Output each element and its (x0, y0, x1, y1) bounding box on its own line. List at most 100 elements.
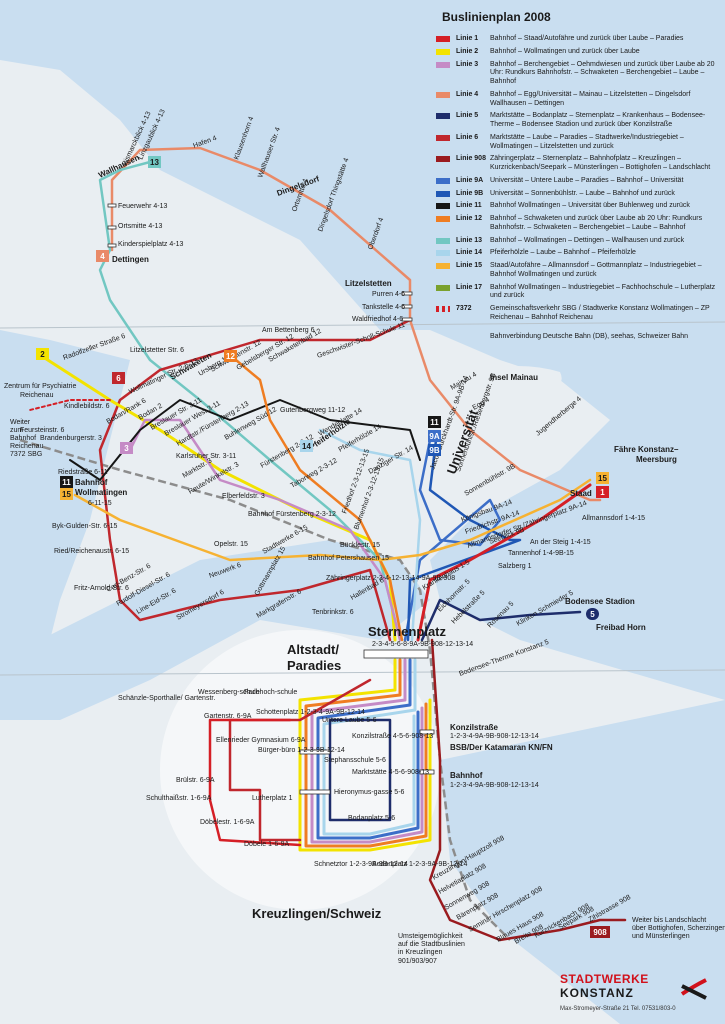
legend-line-name: Linie 15 (456, 262, 483, 269)
route-line-3 (128, 418, 402, 642)
stop-label: Wessenberg-schule (198, 689, 260, 696)
line-badge-text: 1 (600, 488, 605, 497)
stop-label: Jugendherberge 4 (535, 396, 583, 438)
line-badge-text: 2 (40, 350, 45, 359)
route-line-908 (428, 638, 627, 942)
label-umsteige-2: auf die Stadtbuslinien (398, 941, 465, 948)
route-line-5 (420, 598, 582, 642)
route-line-11 (69, 399, 421, 481)
legend-swatch (436, 216, 450, 222)
line-badge-b1: 1 (596, 486, 609, 498)
legend-line-desc: Bahnhof – Wollmatingen und zurück über L… (490, 47, 640, 55)
stop-label: Hieronymus-gasse 5-6 (334, 789, 405, 796)
stop-label: Konzilstraße 4-5-6-908-13 (352, 733, 433, 740)
stop-label: Lutherplatz 1 (252, 795, 293, 802)
stop-label: Ortsmitte 4-13 (118, 223, 162, 230)
legend-line-name: Linie 3 (456, 60, 479, 68)
label-weiter-2: zum (10, 427, 23, 434)
legend-line-name: Linie 17 (456, 283, 483, 291)
stop-label: Sonnenbühlstr. 9B (464, 463, 517, 498)
line-badge-b4: 4 (96, 250, 109, 262)
stop-label: 6-11-15 (88, 500, 112, 507)
label-zentrum-2: Reichenau (20, 392, 54, 399)
stop-label: Gutenbergweg 11-12 (280, 407, 345, 414)
legend-swatch (436, 48, 450, 55)
legend-line-name: Linie 9A (456, 176, 484, 184)
logo-line2: KONSTANZ (560, 986, 634, 1000)
legend-line-desc: Pfeiferhölzle – Laube – Bahnhof – Pfeife… (490, 249, 636, 257)
stop-label: Bücklestr. 15 (340, 542, 380, 549)
legend-line-name: Linie 5 (456, 112, 479, 120)
legend-line-desc: Marktstätte – Bodanplatz – Sternenplatz … (490, 112, 706, 128)
stop-label: Ried/Reichenaustr. 6-15 (54, 548, 129, 555)
stop-label: Brandenburgerstr. 3 (40, 435, 102, 442)
route-line-15 (73, 478, 592, 562)
label-altstadt-2: Paradies (287, 658, 341, 673)
legend-swatch (436, 306, 450, 312)
legend-swatch (436, 263, 450, 269)
legend-swatch (436, 203, 450, 210)
stop-label: Fachhoch-schule (244, 689, 297, 696)
stop-label: Feursteinstr. 6 (20, 427, 64, 434)
legend-swatch (436, 91, 450, 98)
label-weiter-3: Bahnhof (10, 435, 36, 442)
see-south (440, 700, 725, 1024)
legend-line-desc: Bahnhof – Berchengebiet – Oehmdwiesen un… (490, 60, 715, 86)
line-badge-text: 12 (226, 352, 235, 361)
legend-swatch (436, 134, 450, 141)
legend-swatch (436, 36, 450, 42)
route-line-1 (416, 483, 592, 642)
legend-line-name: Linie 9B (456, 189, 484, 197)
stop-label: Gartenstr. 6-9A (204, 713, 252, 720)
label-weiter-ch-2: über Bottighofen, Scherzingen (632, 925, 725, 932)
route-line-13 (98, 160, 397, 622)
stop-label: Tannenhof 1-4-9B-15 (508, 550, 574, 557)
label-weiter-ch-3: und Münsterlingen (632, 933, 690, 940)
line-badge-b2: 2 (36, 348, 49, 360)
stop-label: Döbele 1-6-9A (244, 841, 289, 848)
label-staad: Staad (570, 489, 592, 498)
line-badge-text: 9B (429, 446, 439, 455)
line-badge-text: 9A (429, 432, 439, 441)
label-insel-mainau: Insel Mainau (490, 373, 538, 382)
stop-label: Am Bettenberg 6 (262, 327, 315, 334)
route-line-7372 (29, 399, 111, 411)
stop-label: Schnetztor 1-2-3-9A-9B-12-14 (314, 861, 408, 868)
line-badge-text: 4 (100, 252, 105, 261)
label-zentrum-1: Zentrum für Psychiatrie (4, 383, 76, 390)
line-badge-b15b: 15 (596, 472, 609, 484)
stop-label: Feuerwehr 4-13 (118, 203, 168, 210)
legend-swatch (436, 250, 450, 257)
label-konzil-lines: 1-2-3-4-9A-9B-908-12-13-14 (450, 733, 539, 740)
altstadt-bundle-2 (304, 658, 428, 848)
stop-label: Tankstelle 4-6 (362, 304, 405, 311)
stop-label: Karlsruher Str. 3-11 (176, 453, 236, 460)
legend-swatch (436, 237, 450, 244)
label-umsteige-1: Umsteigemöglichkeit (398, 933, 463, 940)
stop-label: Fritz-Arnold-Str. 6 (74, 585, 129, 592)
bodensee-west (0, 330, 130, 700)
route-line-14 (318, 428, 422, 642)
legend-line-desc: Zähringerplatz – Sternenplatz – Bahnhofp… (490, 155, 711, 171)
line-badge-b12: 12 (224, 350, 237, 362)
seerhein (0, 540, 430, 720)
label-umsteige-3: in Kreuzlingen (398, 949, 442, 956)
line-badge-b11b: 11 (60, 476, 73, 488)
line-badge-b13: 13 (148, 156, 161, 168)
altstadt-line-5 (328, 718, 392, 822)
ueberlinger-see (0, 0, 430, 330)
label-bf-wollmatingen-1: Bahnhof (75, 478, 108, 487)
legend-line-desc: Bahnhof – Staad/Autofähre und zurück übe… (490, 35, 684, 42)
line-badge-text: 13 (150, 158, 159, 167)
label-bf-wollmatingen-2: Wollmatingen (75, 488, 127, 497)
stop-label: Bürger-büro 1-2-3-9B-12-14 (258, 747, 345, 754)
route-line-6 (98, 318, 412, 642)
stop-label: Untere Laube 5-6 (322, 717, 377, 724)
label-faehre-2: Meersburg (636, 455, 677, 464)
